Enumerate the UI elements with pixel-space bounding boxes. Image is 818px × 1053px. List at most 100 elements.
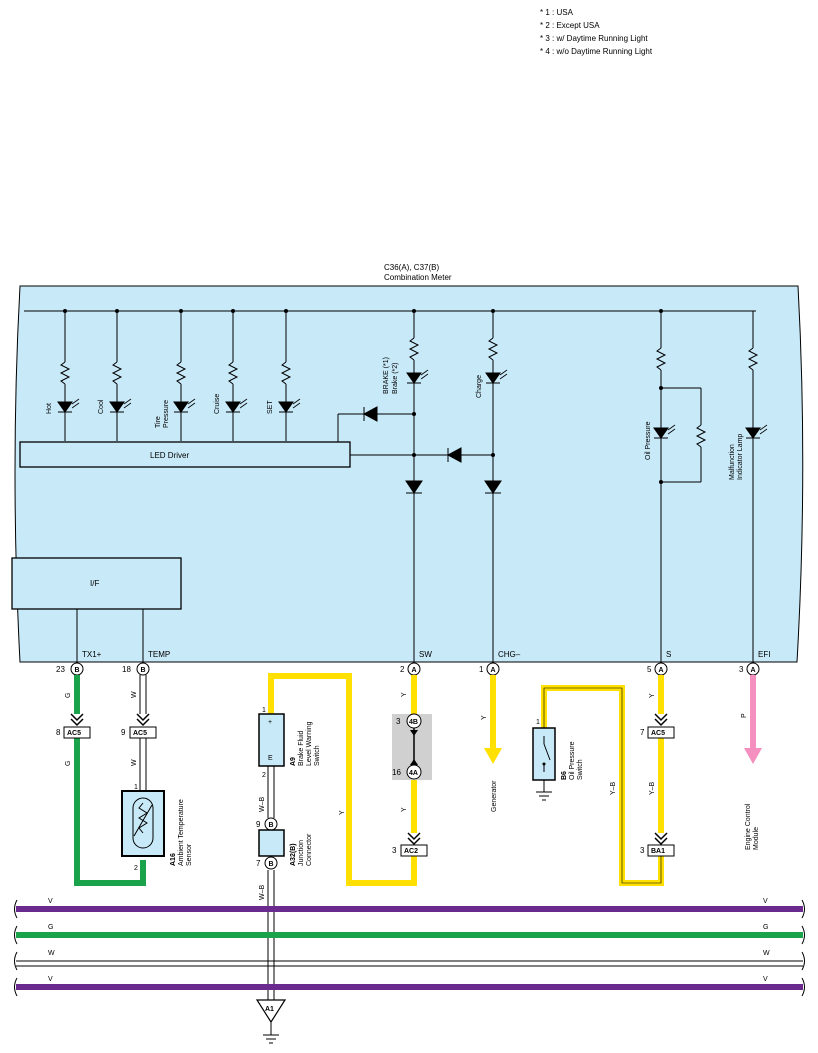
label-mil-2: Indicator Lamp xyxy=(737,434,744,480)
wire-label-y3: Y xyxy=(339,810,346,815)
b6-code: B6 xyxy=(561,771,568,780)
wire-yellow-generator xyxy=(484,675,502,764)
svg-text:7: 7 xyxy=(256,859,261,868)
svg-text:23: 23 xyxy=(56,665,65,674)
svg-text:1: 1 xyxy=(536,719,540,726)
svg-text:A: A xyxy=(412,667,417,674)
svg-text:A1: A1 xyxy=(265,1006,274,1013)
svg-text:2: 2 xyxy=(134,865,138,872)
junction-4b-4a: 4B 3 4A 16 xyxy=(392,713,432,780)
term-tx1: TX1+ xyxy=(82,650,102,659)
svg-text:3: 3 xyxy=(392,846,397,855)
svg-text:A: A xyxy=(751,667,756,674)
bus-label-left: V xyxy=(48,898,53,905)
a9-label-1: Brake Fluid xyxy=(298,730,305,766)
label-brake-1: BRAKE (*1) xyxy=(383,357,390,394)
svg-text:BA1: BA1 xyxy=(651,848,665,855)
note-3: * 3 : w/ Daytime Running Light xyxy=(540,34,648,43)
label-cruise: Cruise xyxy=(214,394,221,414)
charge-column xyxy=(350,311,508,662)
brake-column xyxy=(337,311,429,662)
switch-a9: + E 1 2 xyxy=(258,707,285,779)
bus-label-right: W xyxy=(763,950,770,957)
wire-pink-ecm xyxy=(744,675,762,764)
connector-ac5-right: AC5 7 xyxy=(640,713,675,739)
svg-text:18: 18 xyxy=(122,665,131,674)
wire-label-w2: W xyxy=(131,759,138,766)
wire-wb-ground xyxy=(267,766,275,1000)
svg-text:9: 9 xyxy=(256,820,261,829)
wire-label-g2: G xyxy=(65,761,72,766)
bus-brace xyxy=(14,951,18,971)
svg-text:A: A xyxy=(659,667,664,674)
meter-name: Combination Meter xyxy=(384,273,452,282)
wire-green xyxy=(74,675,146,886)
interface-block xyxy=(11,557,182,610)
svg-text:3: 3 xyxy=(739,665,744,674)
generator-label: Generator xyxy=(491,780,498,812)
svg-text:9: 9 xyxy=(121,728,126,737)
note-4: * 4 : w/o Daytime Running Light xyxy=(540,47,653,56)
wire-yellow-brake xyxy=(268,673,417,886)
junction-a32: B 9 B 7 xyxy=(256,817,285,870)
label-hot: Hot xyxy=(46,403,53,414)
term-chg: CHG– xyxy=(498,650,521,659)
svg-text:B: B xyxy=(269,861,274,868)
svg-text:B: B xyxy=(269,822,274,829)
interface-label: I/F xyxy=(90,579,99,588)
svg-text:16: 16 xyxy=(392,768,401,777)
bus-label-left: G xyxy=(48,924,53,931)
bus-brace xyxy=(801,899,805,919)
bus-brace xyxy=(14,899,18,919)
a32-label-2: Connector xyxy=(306,833,313,866)
label-cool: Cool xyxy=(98,399,105,414)
label-mil-1: Malfunction xyxy=(729,444,736,480)
term-sw: SW xyxy=(419,650,432,659)
svg-text:A: A xyxy=(491,667,496,674)
label-set: SET xyxy=(267,400,274,414)
switch-b6: 1 xyxy=(532,719,556,801)
svg-text:7: 7 xyxy=(640,728,645,737)
bus-label-right: G xyxy=(763,924,768,931)
wire-label-w1: W xyxy=(131,691,138,698)
led-driver-label: LED Driver xyxy=(150,451,189,460)
wire-label-y2: Y xyxy=(401,807,408,812)
svg-text:AC2: AC2 xyxy=(404,848,418,855)
led-group-left xyxy=(57,311,301,441)
bus-label-right: V xyxy=(763,976,768,983)
connector-ac2: AC2 3 xyxy=(392,832,428,857)
svg-text:1: 1 xyxy=(134,784,138,791)
note-2: * 2 : Except USA xyxy=(540,21,600,30)
bus-brace xyxy=(801,951,805,971)
wire-label-yb1: Y–B xyxy=(649,781,656,795)
meter-body xyxy=(14,285,804,663)
svg-text:3: 3 xyxy=(640,846,645,855)
notes-block: * 1 : USA * 2 : Except USA * 3 : w/ Dayt… xyxy=(540,8,653,56)
oil-column xyxy=(653,311,707,662)
bus-brace xyxy=(801,925,805,945)
bus-brace xyxy=(14,925,18,945)
wire-yellow-oil xyxy=(541,675,664,886)
connector-ba1: BA1 3 xyxy=(640,832,675,857)
svg-text:2: 2 xyxy=(400,665,405,674)
connector-ac5-left: AC5 8 AC5 9 xyxy=(56,713,157,739)
svg-text:AC5: AC5 xyxy=(67,730,81,737)
wire-label-g1: G xyxy=(65,693,72,698)
a9-label-2: Level Warning xyxy=(306,721,313,766)
wire-label-y4: Y xyxy=(481,715,488,720)
svg-text:+: + xyxy=(268,719,272,726)
svg-text:4A: 4A xyxy=(409,770,418,777)
svg-text:4B: 4B xyxy=(409,719,418,726)
svg-text:AC5: AC5 xyxy=(651,730,665,737)
svg-text:8: 8 xyxy=(56,728,61,737)
bus-label-left: W xyxy=(48,950,55,957)
label-brake-2: Brake (*2) xyxy=(392,362,399,394)
a32-code: A32(B) xyxy=(290,843,297,866)
bus-label-right: V xyxy=(763,898,768,905)
svg-text:2: 2 xyxy=(262,772,266,779)
a16-label-2: Sensor xyxy=(186,843,193,866)
bus-brace xyxy=(14,977,18,997)
sensor-a16: 1 2 xyxy=(121,784,165,872)
wire-white-temp xyxy=(139,675,147,790)
